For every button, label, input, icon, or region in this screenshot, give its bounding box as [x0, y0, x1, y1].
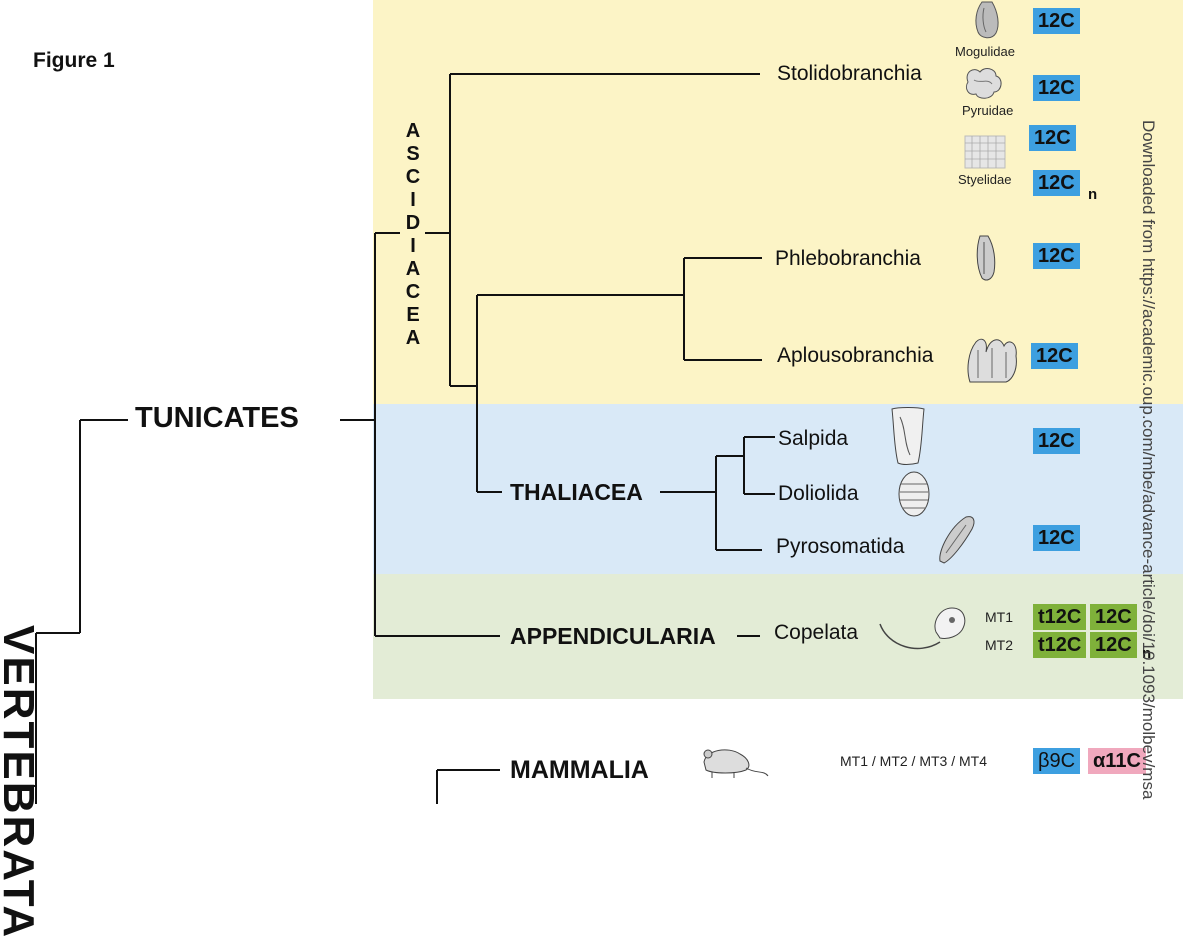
badge-12c-pyrosomatida: 12C — [1033, 525, 1080, 551]
ascidiacea-letter: A — [405, 327, 421, 349]
taxon-copelata: Copelata — [774, 621, 859, 644]
phlebobranchia-illustration — [976, 235, 996, 281]
mammalia-label: MAMMALIA — [510, 756, 649, 784]
badge-alpha11c: α11C — [1088, 748, 1146, 774]
aplousobranchia-illustration — [967, 338, 1017, 383]
thaliacea-label: THALIACEA — [510, 479, 643, 505]
taxon-stolidobranchia: Stolidobranchia — [777, 62, 922, 85]
copelata-illustration — [879, 607, 966, 650]
pyruidae-illustration — [965, 68, 1002, 99]
badge-t12c-mt1: t12C — [1033, 604, 1087, 630]
mogulidae-illustration — [975, 1, 999, 39]
ascidiacea-letter: S — [406, 143, 420, 165]
family-mogulidae: Mogulidae — [955, 44, 1015, 59]
badge-12c-mt2: 12C — [1090, 632, 1137, 658]
ascidiacea-letter: E — [406, 304, 420, 326]
download-watermark: Downloaded from https://academic.oup.com… — [1139, 120, 1158, 800]
mt1-label: MT1 — [985, 609, 1013, 625]
badge-12c-mogulidae: 12C — [1033, 8, 1080, 34]
family-styelidae: Styelidae — [958, 172, 1012, 187]
salpida-illustration — [891, 407, 925, 465]
taxon-salpida: Salpida — [778, 427, 849, 450]
ascidiacea-letter: I — [410, 235, 416, 257]
phylogenetic-tree-lines — [15, 73, 775, 804]
taxon-phlebobranchia: Phlebobranchia — [775, 247, 921, 270]
ascidiacea-letter: A — [405, 258, 421, 280]
badge-12c-styelidae-2: 12C — [1033, 170, 1080, 196]
doliolida-illustration — [898, 471, 930, 517]
ascidiacea-letter: D — [405, 212, 421, 234]
badge-12c-salpida: 12C — [1033, 428, 1080, 454]
appendicularia-label: APPENDICULARIA — [510, 623, 716, 649]
mammalia-mouse-illustration — [703, 749, 769, 778]
badge-12c-pyruidae: 12C — [1033, 75, 1080, 101]
taxon-doliolida: Doliolida — [778, 482, 859, 505]
pyrosomatida-illustration — [939, 516, 975, 564]
badge-12c-mt1: 12C — [1090, 604, 1137, 630]
left-clade-label: VERTEBRATA — [0, 625, 43, 939]
ascidiacea-letter: C — [405, 281, 421, 303]
tunicates-label: TUNICATES — [135, 402, 299, 434]
ascidiacea-letter: I — [410, 189, 416, 211]
badge-12c-styelidae-1: 12C — [1029, 125, 1076, 151]
figure-label: Figure 1 — [33, 49, 115, 72]
mt2-label: MT2 — [985, 637, 1013, 653]
taxon-aplousobranchia: Aplousobranchia — [777, 344, 934, 367]
ascidiacea-band — [373, 0, 1183, 404]
mt-mammal-label: MT1 / MT2 / MT3 / MT4 — [840, 753, 988, 769]
badge-12c-phlebobranchia: 12C — [1033, 243, 1080, 269]
superscript-n-styelidae: n — [1088, 186, 1098, 203]
badge-12c-aplousobranchia: 12C — [1031, 343, 1078, 369]
badge-beta9c: β9C — [1033, 748, 1081, 774]
family-pyruidae: Pyruidae — [962, 103, 1014, 118]
styelidae-illustration — [964, 135, 1006, 169]
taxon-pyrosomatida: Pyrosomatida — [776, 535, 905, 558]
ascidiacea-letter: C — [405, 166, 421, 188]
ascidiacea-letter: A — [405, 120, 421, 142]
badge-t12c-mt2: t12C — [1033, 632, 1087, 658]
superscript-n-appendicularia: n — [1142, 645, 1152, 662]
